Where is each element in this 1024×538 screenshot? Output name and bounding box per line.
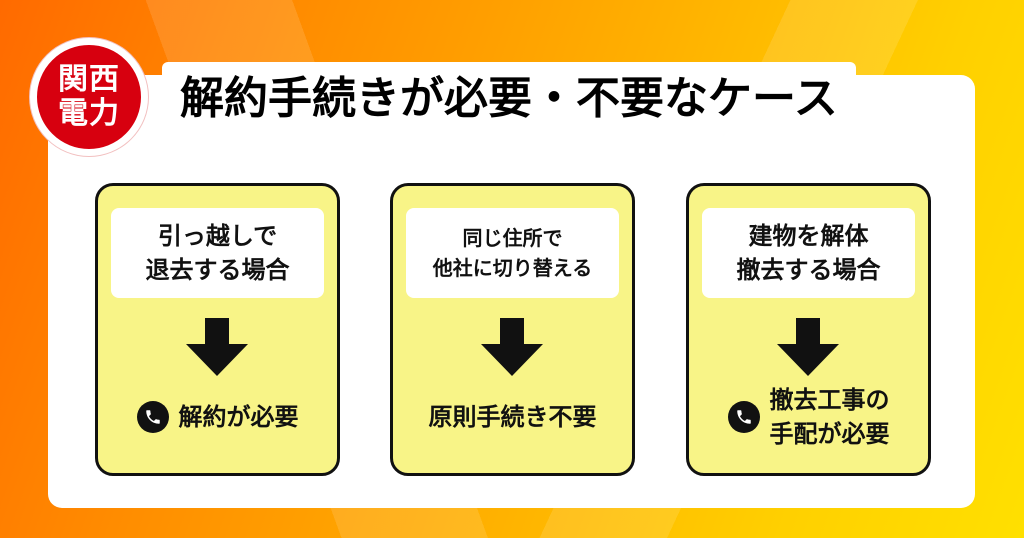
logo-line1: 関西 (58, 62, 120, 97)
kansai-electric-logo: 関西 電力 (30, 38, 148, 156)
arrow-down-icon (481, 318, 543, 376)
case-label: 同じ住所で 他社に切り替える (406, 208, 619, 298)
result-text: 撤去工事の 手配が必要 (770, 383, 890, 451)
case-card-demolition: 建物を解体 撤去する場合 撤去工事の 手配が必要 (686, 183, 931, 476)
case-label: 建物を解体 撤去する場合 (702, 208, 915, 298)
case-line: 撤去する場合 (736, 256, 881, 284)
result-line: 手配が必要 (769, 420, 890, 448)
arrow-down-icon (777, 318, 839, 376)
page-title: 解約手続きが必要・不要なケース (162, 62, 856, 136)
result-line: 撤去工事の (769, 386, 890, 414)
phone-icon (136, 401, 169, 433)
result-text: 原則手続き不要 (428, 403, 597, 431)
case-card-switch: 同じ住所で 他社に切り替える 原則手続き不要 (390, 183, 635, 476)
case-result: 撤去工事の 手配が必要 (689, 382, 928, 452)
case-line: 退去する場合 (145, 256, 290, 284)
arrow-down-icon (186, 318, 248, 376)
case-result: 解約が必要 (98, 382, 337, 452)
case-line: 引っ越しで (157, 222, 278, 250)
case-result: 原則手続き不要 (393, 382, 632, 452)
case-label: 引っ越しで 退去する場合 (111, 208, 324, 298)
case-card-moving: 引っ越しで 退去する場合 解約が必要 (95, 183, 340, 476)
case-line: 建物を解体 (748, 222, 869, 250)
logo-line2: 電力 (58, 96, 120, 131)
case-line: 同じ住所で (462, 226, 563, 250)
phone-icon (727, 401, 760, 433)
case-line: 他社に切り替える (432, 256, 593, 280)
result-text: 解約が必要 (178, 403, 299, 431)
